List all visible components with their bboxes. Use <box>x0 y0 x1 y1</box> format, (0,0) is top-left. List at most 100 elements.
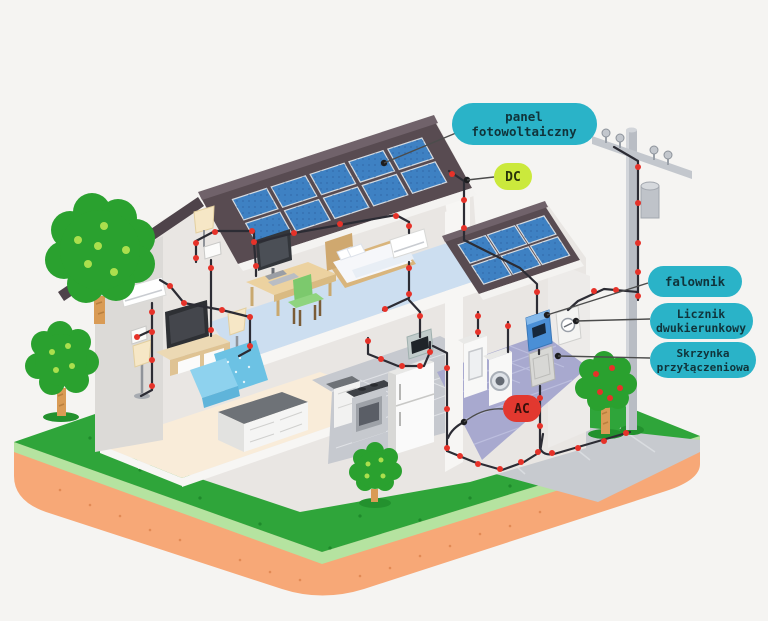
kitchen-island <box>218 392 308 452</box>
solar-panel-texture <box>501 246 541 275</box>
wire-junction-dot <box>181 300 187 306</box>
callout-skrzynka-przylaczeniowa: Skrzynka przyłączeniowa <box>557 342 756 378</box>
soil-speckle <box>448 544 452 548</box>
wire-junction-dot <box>444 365 450 371</box>
callout-licznik-dwukierunkowy: Licznik dwukierunkowy <box>575 303 753 339</box>
soil-speckle <box>88 503 92 507</box>
solar-panel-texture <box>284 199 331 232</box>
wire-junction-dot <box>591 288 597 294</box>
wire-junction-dot <box>193 240 199 246</box>
grass-speckle <box>508 484 512 488</box>
wire-junction-dot <box>417 363 423 369</box>
callout-text: przyłączeniowa <box>657 361 750 374</box>
wire-junction-dot <box>247 343 253 349</box>
callout-pill <box>650 303 753 339</box>
wire-junction-dot <box>427 349 433 355</box>
soil-speckle <box>118 514 122 518</box>
bedroom-slab-edge <box>238 280 478 374</box>
utility-room <box>458 332 512 406</box>
soil-speckle <box>418 554 422 558</box>
garage-roof <box>442 201 584 300</box>
callout-pill <box>648 266 742 297</box>
grass-edge-strip <box>14 436 700 564</box>
soil-speckle <box>358 574 362 578</box>
junction-dots <box>134 164 641 472</box>
wire-junction-dot <box>497 466 503 472</box>
wire-junction-dot <box>251 239 257 245</box>
wire-junction-dot <box>149 329 155 335</box>
pillow <box>346 243 366 258</box>
wire-junction-dot <box>549 450 555 456</box>
soil-speckle <box>478 532 482 536</box>
wire-junction-dot <box>635 200 641 206</box>
breaker-panel <box>406 328 434 360</box>
callout-text: fotowoltaiczny <box>471 124 577 139</box>
wall-lamp-bedroom <box>193 205 215 247</box>
wire-junction-dot <box>635 269 641 275</box>
grass-speckle <box>258 522 262 526</box>
wire-junction-dot <box>475 329 481 335</box>
wire-junction-dot <box>505 323 511 329</box>
wire-junction-dot <box>382 306 388 312</box>
soil-speckle <box>58 488 62 492</box>
soil-speckle <box>148 528 152 532</box>
wire-junction-dot <box>149 383 155 389</box>
wire-junction-dot <box>253 263 259 269</box>
soil-speckle <box>298 578 302 582</box>
wire-junction-dot <box>475 313 481 319</box>
solar-panel-texture <box>310 163 356 195</box>
washing-machine <box>483 348 512 406</box>
roof-fascia <box>238 188 477 271</box>
wire-junction-dot <box>134 334 140 340</box>
grass-speckle <box>328 546 332 550</box>
tv-stand <box>156 334 230 376</box>
wire-junction-dot <box>461 225 467 231</box>
bidirectional-meter <box>555 305 582 346</box>
insulator <box>601 128 673 165</box>
callout-pill <box>650 342 756 378</box>
callout-text: DC <box>505 170 521 185</box>
wire-junction-dot <box>247 314 253 320</box>
grass-speckle <box>418 518 422 522</box>
wire-junction-dot <box>249 228 255 234</box>
wire-junction-dot <box>337 221 343 227</box>
wire-junction-dot <box>635 164 641 170</box>
callout-text: dwukierunkowy <box>656 321 746 335</box>
callout-falownik: falownik <box>546 266 742 316</box>
bedroom <box>193 205 429 326</box>
solar-panel-texture <box>348 150 395 183</box>
air-conditioner-living <box>119 276 167 308</box>
wire-junction-dot <box>406 291 412 297</box>
grass-speckle <box>88 436 92 440</box>
solar-panel-texture <box>471 256 511 285</box>
callout-text: AC <box>514 402 530 417</box>
wire-junction-dot <box>601 438 607 444</box>
callout-pill <box>494 163 532 190</box>
wire-junction-dot <box>212 229 218 235</box>
callout-panel-fotowoltaiczny: panel fotowoltaiczny <box>383 103 597 164</box>
soil-speckle <box>268 570 272 574</box>
callout-text: Licznik <box>677 307 726 321</box>
wire-junction-dot <box>613 287 619 293</box>
transformer <box>640 181 660 219</box>
air-conditioner-bedroom <box>389 228 429 259</box>
grass-speckle <box>198 496 202 500</box>
tree-large <box>45 193 155 324</box>
solar-panel-texture <box>387 138 434 170</box>
wire-junction-dot <box>149 357 155 363</box>
wire-junction-dot <box>457 453 463 459</box>
wire-junction-dot <box>193 255 199 261</box>
wire-junction-dot <box>365 338 371 344</box>
wire-junction-dot <box>399 363 405 369</box>
outlet-bedroom <box>203 241 222 260</box>
wire-junction-dot <box>417 313 423 319</box>
wire-junction-dot <box>208 265 214 271</box>
wire-junction-dot <box>149 309 155 315</box>
utility-pole <box>592 127 692 435</box>
stove <box>346 380 392 443</box>
wire-junction-dot <box>537 395 543 401</box>
wire-junction-dot <box>291 230 297 236</box>
wire-junction-dot <box>535 449 541 455</box>
chair <box>288 274 324 326</box>
